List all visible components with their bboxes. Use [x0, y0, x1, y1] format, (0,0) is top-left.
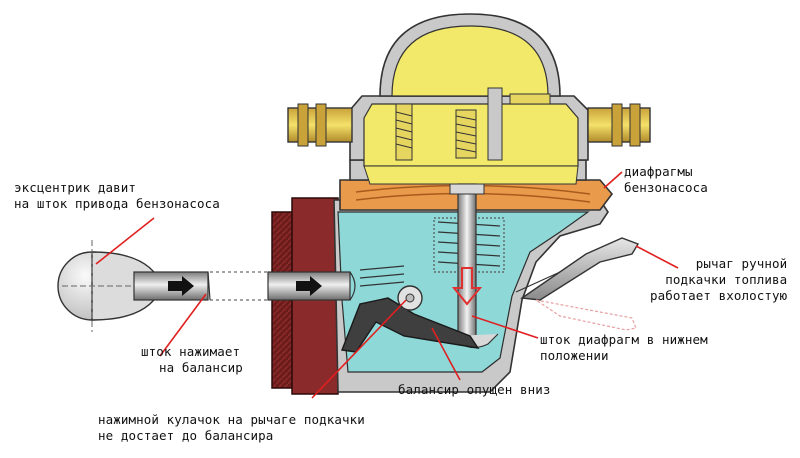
label-line: бензонасоса	[624, 180, 708, 195]
drive-arrow-right	[296, 276, 322, 296]
leader-diaphragms	[603, 171, 623, 189]
eccentric	[57, 240, 170, 332]
rod-down-arrow	[451, 267, 483, 306]
leader-diaphragm-rod	[471, 315, 539, 339]
inlet-valve	[395, 103, 413, 161]
outlet-pipe	[587, 103, 651, 147]
label-cam: нажимной кулачок на рычаге подкачки не д…	[98, 412, 365, 444]
label-line: работает вхолостую	[650, 288, 788, 303]
label-lever: рычаг ручной подкачки топлива работает в…	[650, 256, 787, 304]
priming-cam	[397, 285, 423, 311]
label-line: эксцентрик давит	[14, 180, 137, 195]
label-rod-presses: шток нажимает на балансир	[141, 344, 243, 376]
label-eccentric: эксцентрик давит на шток привода бензона…	[14, 180, 220, 212]
leader-eccentric	[95, 217, 155, 265]
label-line: шток диафрагм в нижнем	[540, 332, 708, 347]
label-line: на балансир	[159, 360, 243, 375]
label-diaphragm-rod: шток диафрагм в нижнем положении	[540, 332, 708, 364]
label-line: положении	[540, 348, 609, 363]
lever-spring	[359, 265, 405, 287]
label-line: нажимной кулачок на рычаге подкачки	[98, 412, 365, 427]
leader-rod-presses	[159, 293, 207, 357]
outlet-valve	[455, 87, 551, 161]
label-line: подкачки топлива	[665, 272, 788, 287]
label-line: шток нажимает	[141, 344, 241, 359]
label-line: балансир опущен вниз	[398, 382, 551, 397]
leader-balancer	[431, 327, 461, 381]
label-line: диафрагмы	[624, 164, 693, 179]
drive-arrow-left	[168, 276, 194, 296]
leader-cam	[311, 299, 407, 399]
label-line: на шток привода бензонасоса	[14, 196, 220, 211]
inlet-pipe	[287, 103, 353, 147]
manual-priming-lever	[515, 237, 640, 331]
label-balancer: балансир опущен вниз	[398, 382, 551, 398]
label-line: рычаг ручной	[695, 256, 788, 271]
balancer	[341, 297, 480, 353]
leader-lever	[635, 245, 679, 269]
label-line: не достает до балансира	[98, 428, 274, 443]
filter-cap	[379, 13, 561, 97]
label-diaphragms: диафрагмы бензонасоса	[624, 164, 708, 196]
